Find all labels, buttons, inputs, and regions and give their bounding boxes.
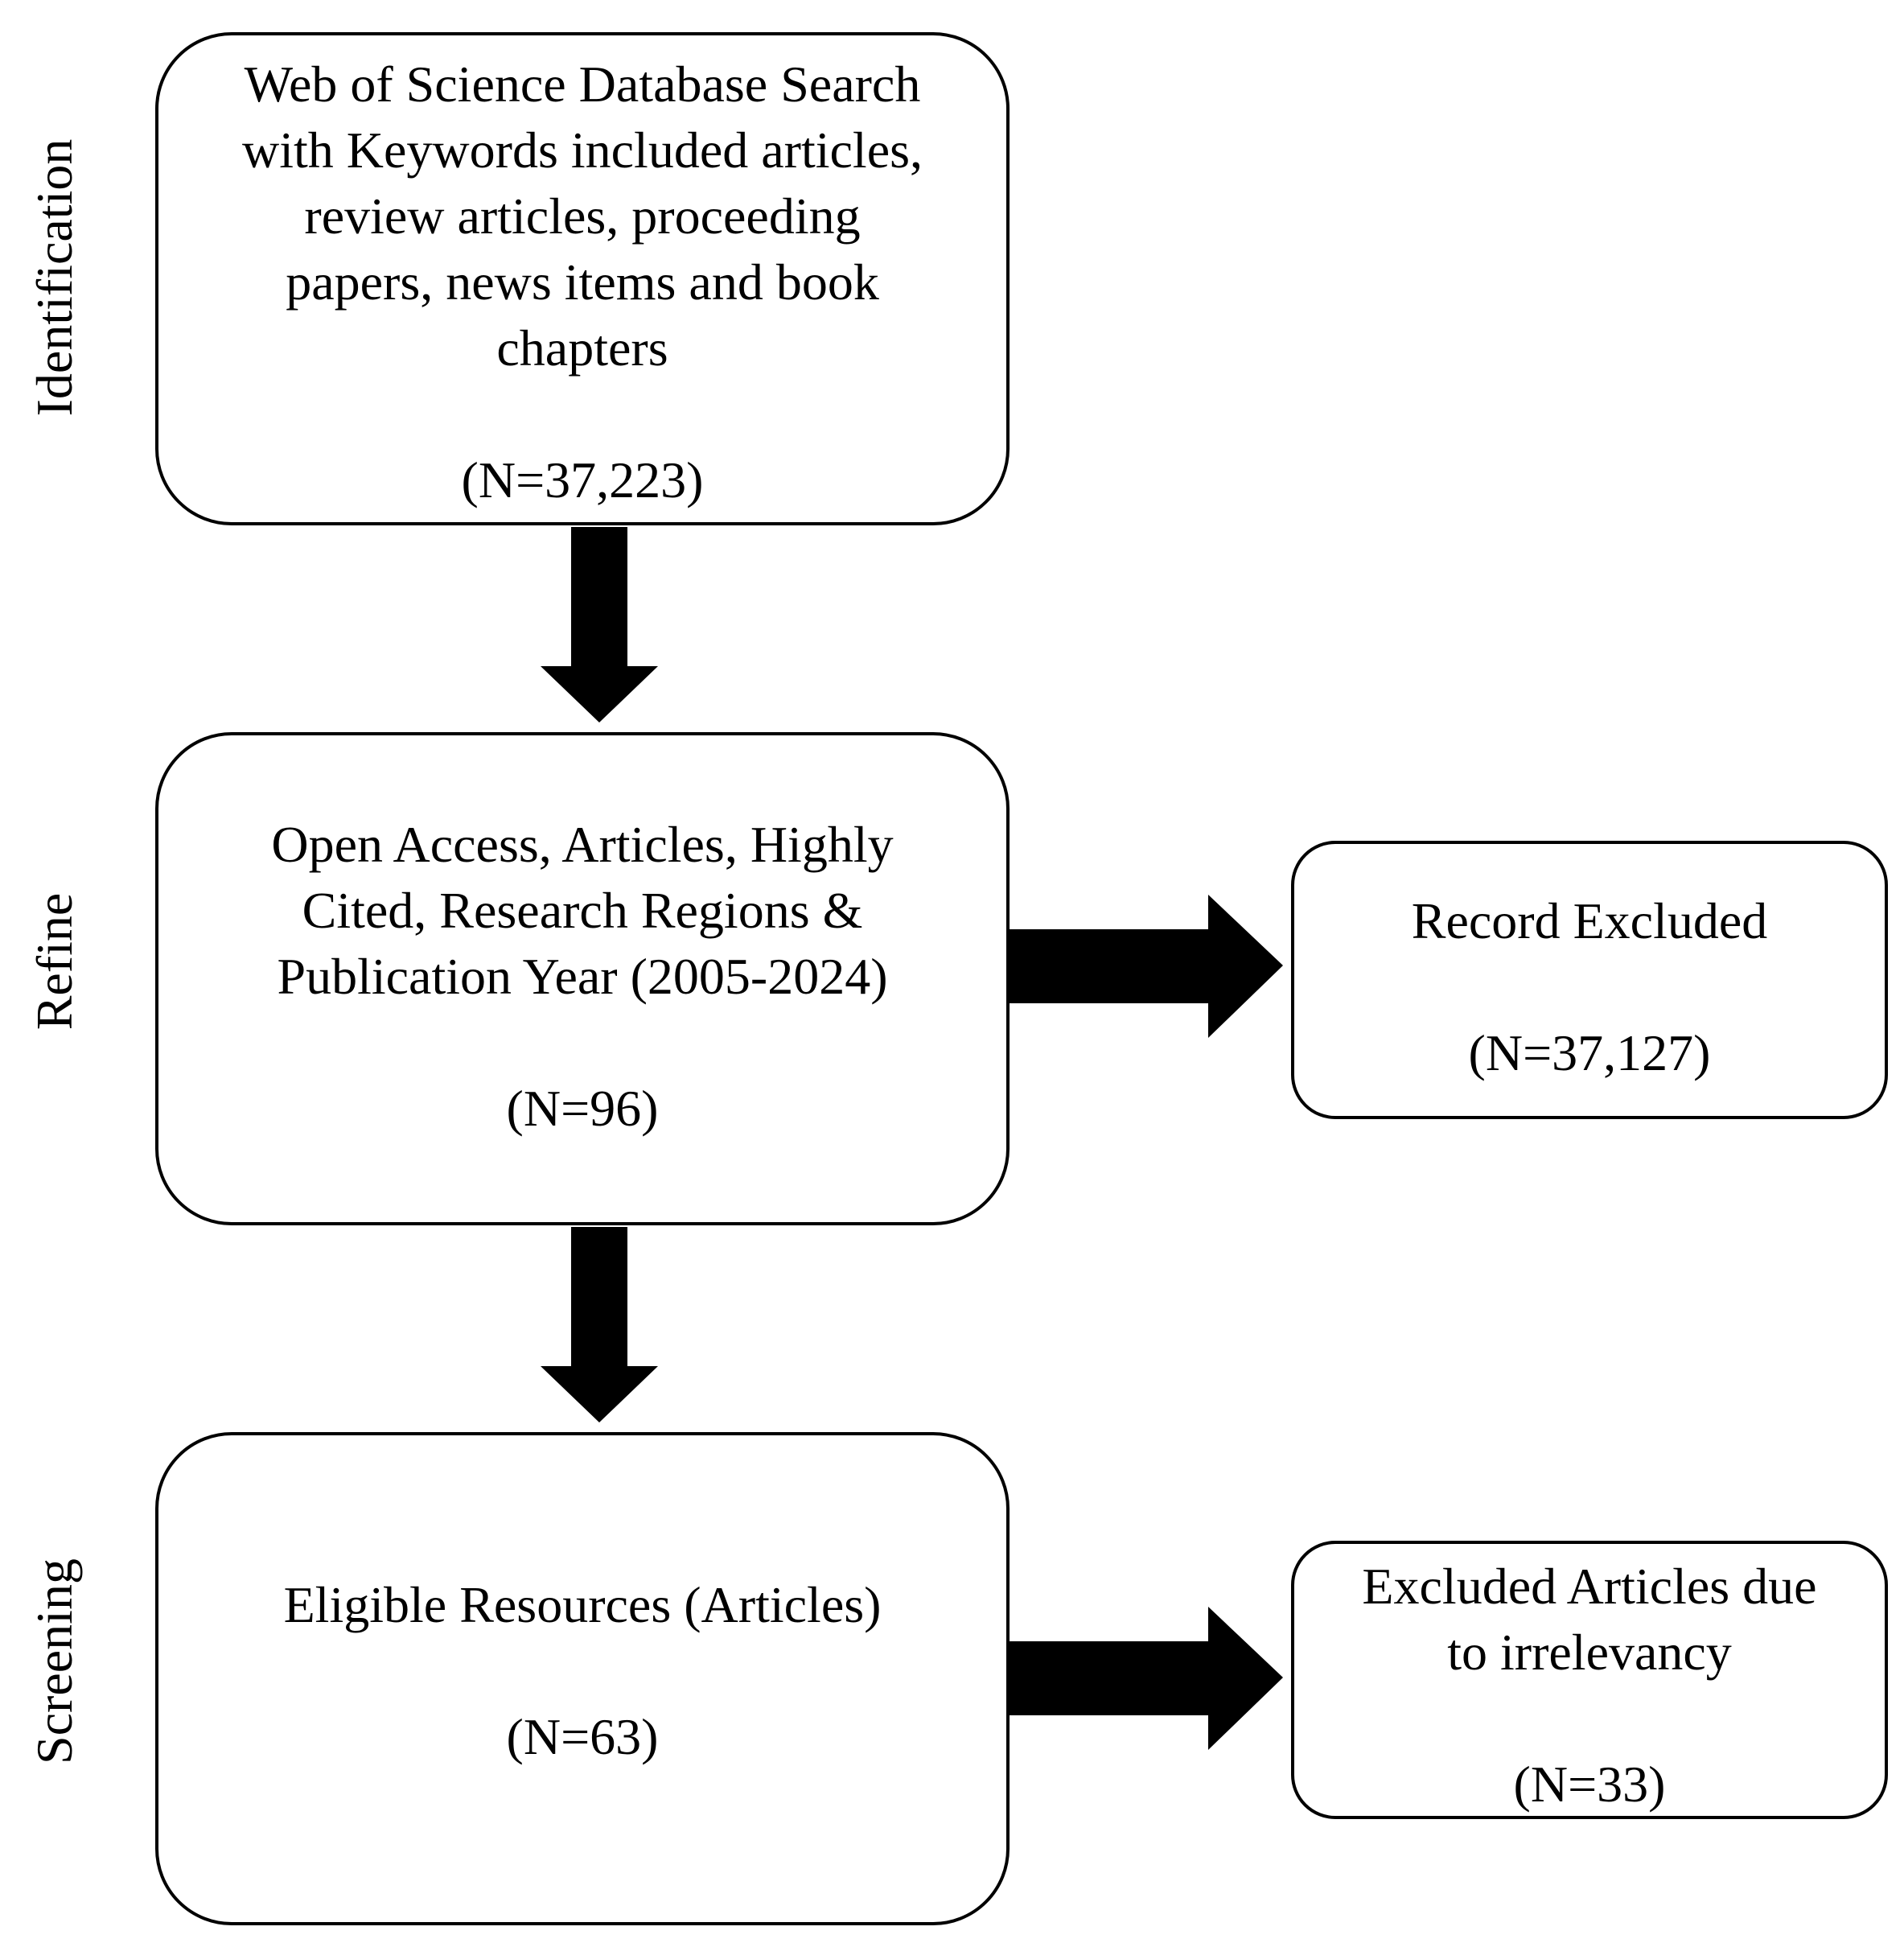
right-arrow-1 <box>1010 895 1283 1038</box>
screening-box: Eligible Resources (Articles) (N=63) <box>155 1432 1010 1925</box>
excluded-irrelevant-box: Excluded Articles due to irrelevancy (N=… <box>1291 1541 1888 1819</box>
refine-box-text: Open Access, Articles, Highly Cited, Res… <box>271 816 894 1005</box>
identification-box-text: Web of Science Database Search with Keyw… <box>242 56 923 377</box>
down-arrow-2 <box>541 1227 658 1422</box>
record-excluded-box: Record Excluded (N=37,127) <box>1291 841 1888 1119</box>
screening-box-text: Eligible Resources (Articles) <box>283 1576 882 1633</box>
identification-box-count: (N=37,223) <box>461 451 704 508</box>
excluded-irrelevant-box-count: (N=33) <box>1513 1756 1666 1813</box>
screening-box-count: (N=63) <box>506 1708 659 1765</box>
excluded-irrelevant-box-text: Excluded Articles due to irrelevancy <box>1362 1558 1817 1681</box>
right-arrow-2 <box>1010 1607 1283 1750</box>
identification-box: Web of Science Database Search with Keyw… <box>155 32 1010 525</box>
down-arrow-1 <box>541 527 658 722</box>
record-excluded-box-count: (N=37,127) <box>1468 1024 1711 1081</box>
refine-box: Open Access, Articles, Highly Cited, Res… <box>155 732 1010 1225</box>
record-excluded-box-text: Record Excluded <box>1411 892 1768 949</box>
refine-box-count: (N=96) <box>506 1080 659 1137</box>
